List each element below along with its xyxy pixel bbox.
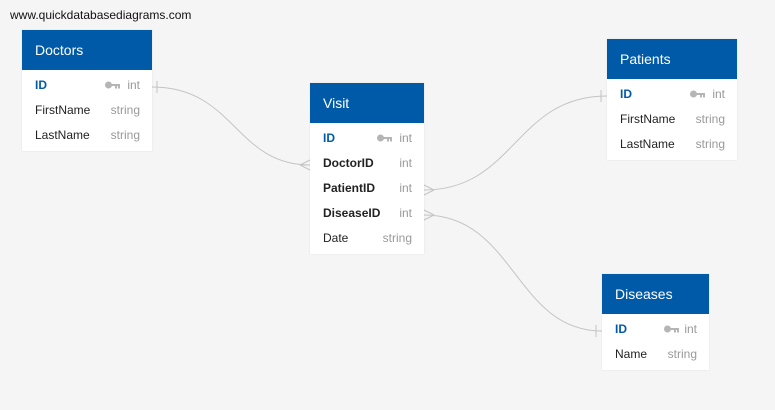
field-name: ID (35, 78, 47, 92)
many-marker-visit-patient (423, 184, 435, 196)
link-patients-visit (423, 95, 608, 191)
field-type: int (399, 156, 412, 170)
table-diseases[interactable]: Diseases ID int Name string (602, 274, 709, 370)
key-icon (104, 80, 120, 90)
field-type: int (399, 181, 412, 195)
field-type: string (695, 137, 725, 151)
field-row[interactable]: DiseaseID int (310, 201, 424, 226)
field-type: string (667, 347, 697, 361)
many-marker-visit-disease (423, 209, 435, 221)
key-icon (663, 324, 679, 334)
field-row[interactable]: ID int (607, 82, 737, 107)
table-title: Doctors (22, 30, 152, 70)
field-type: int (127, 78, 140, 92)
field-type: int (712, 87, 725, 101)
field-name: DoctorID (323, 156, 374, 170)
field-row[interactable]: ID int (602, 317, 709, 342)
field-row[interactable]: DoctorID int (310, 151, 424, 176)
field-name: ID (615, 322, 627, 336)
field-name: FirstName (620, 112, 676, 126)
watermark: www.quickdatabasediagrams.com (10, 8, 192, 22)
table-visit[interactable]: Visit ID int DoctorID int PatientID int … (310, 83, 424, 254)
field-name: LastName (620, 137, 675, 151)
table-title: Visit (310, 83, 424, 123)
field-row[interactable]: ID int (310, 126, 424, 151)
field-row[interactable]: LastName string (22, 123, 152, 148)
field-name: Name (615, 347, 648, 361)
field-name: FirstName (35, 103, 91, 117)
field-name: Date (323, 231, 349, 245)
field-row[interactable]: Name string (602, 342, 709, 367)
link-diseases-visit (423, 214, 603, 332)
field-name: ID (323, 131, 335, 145)
field-row[interactable]: Date string (310, 226, 424, 251)
field-name: DiseaseID (323, 206, 381, 220)
table-title: Patients (607, 39, 737, 79)
table-patients[interactable]: Patients ID int FirstName string LastNam… (607, 39, 737, 160)
table-doctors[interactable]: Doctors ID int FirstName string LastName… (22, 30, 152, 151)
field-name: ID (620, 87, 632, 101)
field-row[interactable]: FirstName string (607, 107, 737, 132)
field-row[interactable]: FirstName string (22, 98, 152, 123)
field-row[interactable]: ID int (22, 73, 152, 98)
field-row[interactable]: PatientID int (310, 176, 424, 201)
field-type: int (399, 131, 412, 145)
table-title: Diseases (602, 274, 709, 314)
many-marker-visit-doctor (299, 159, 311, 171)
field-type: string (382, 231, 412, 245)
field-type: int (399, 206, 412, 220)
field-type: string (110, 128, 140, 142)
key-icon (689, 89, 705, 99)
link-doctors-visit (151, 86, 311, 166)
field-type: int (684, 322, 697, 336)
field-row[interactable]: LastName string (607, 132, 737, 157)
field-name: PatientID (323, 181, 376, 195)
field-name: LastName (35, 128, 90, 142)
field-type: string (110, 103, 140, 117)
field-type: string (695, 112, 725, 126)
key-icon (376, 133, 392, 143)
